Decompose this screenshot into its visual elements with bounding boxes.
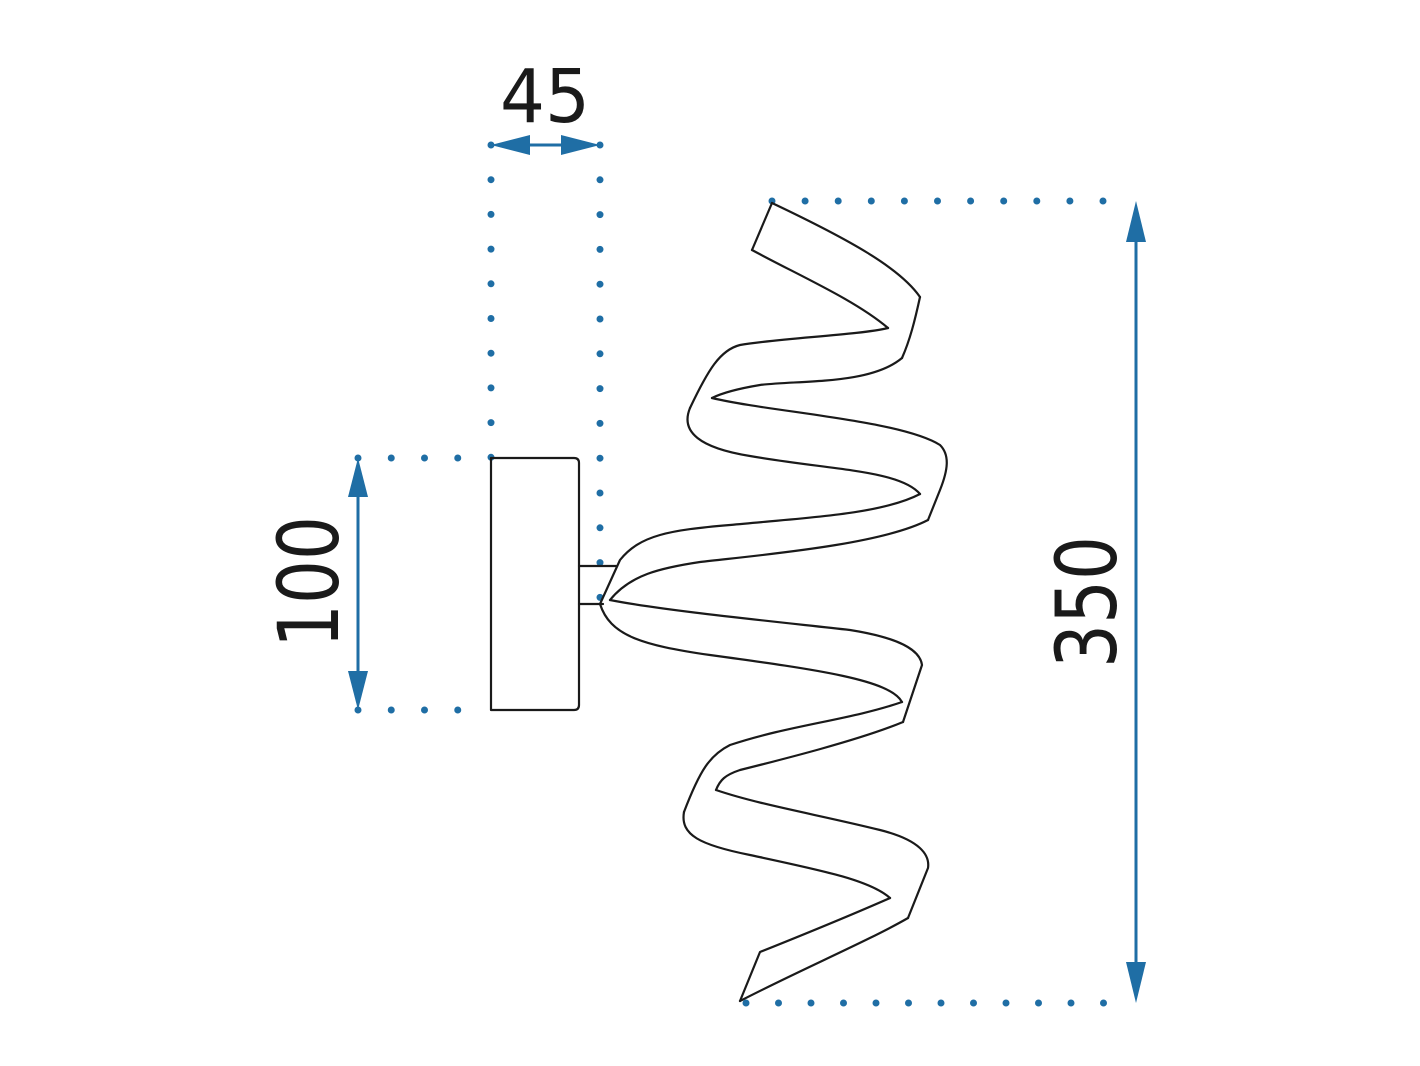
total-height-label: 350 — [1038, 536, 1136, 668]
lamp-drawing — [489, 201, 948, 1003]
base-height-dimension: 100 — [260, 454, 495, 714]
base-height-arrow-down-icon — [348, 671, 368, 710]
total-height-dimension: 350 — [742, 197, 1146, 1007]
spiral-ribbon — [598, 201, 948, 1003]
base-height-arrow-up-icon — [348, 458, 368, 497]
depth-label: 45 — [500, 54, 590, 140]
wall-base-plate — [489, 456, 581, 712]
total-height-arrow-down-icon — [1126, 962, 1146, 1003]
depth-arrow-left-icon — [491, 135, 530, 155]
depth-arrow-right-icon — [561, 135, 600, 155]
base-height-label: 100 — [260, 516, 358, 648]
total-height-arrow-up-icon — [1126, 201, 1146, 242]
depth-dimension: 45 — [487, 54, 604, 609]
